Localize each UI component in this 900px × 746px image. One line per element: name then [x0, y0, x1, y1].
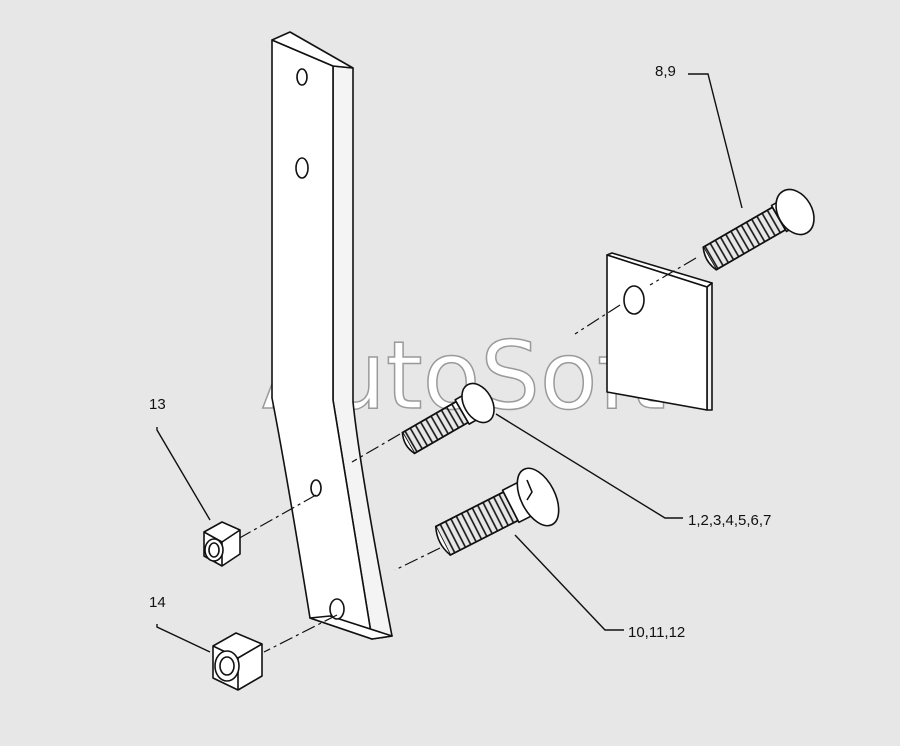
callout-label-13: 13: [149, 396, 166, 413]
hole: [296, 68, 308, 86]
nut-13: [203, 521, 241, 567]
plate-hole: [623, 285, 645, 315]
leader-13: [156, 427, 211, 521]
callout-label-10-12: 10,11,12: [628, 624, 686, 641]
bolt-middle: [401, 382, 495, 455]
leader-1-7: [495, 413, 683, 519]
wear-plate: [606, 252, 713, 411]
hole: [310, 479, 322, 497]
bolt-upper: [702, 188, 815, 271]
hole: [329, 598, 345, 620]
centerlines: [235, 257, 697, 653]
callout-label-14: 14: [149, 594, 166, 611]
leader-lines: [156, 73, 743, 653]
leader-14: [156, 624, 211, 653]
hole: [295, 157, 309, 179]
nut-14: [212, 632, 263, 691]
callout-label-8-9: 8,9: [655, 63, 676, 80]
shank-bar: [271, 31, 393, 640]
leader-8-9: [688, 73, 743, 209]
bolt-lower: [434, 467, 560, 556]
callout-label-1-7: 1,2,3,4,5,6,7: [688, 512, 772, 529]
leader-10-12: [514, 534, 624, 631]
